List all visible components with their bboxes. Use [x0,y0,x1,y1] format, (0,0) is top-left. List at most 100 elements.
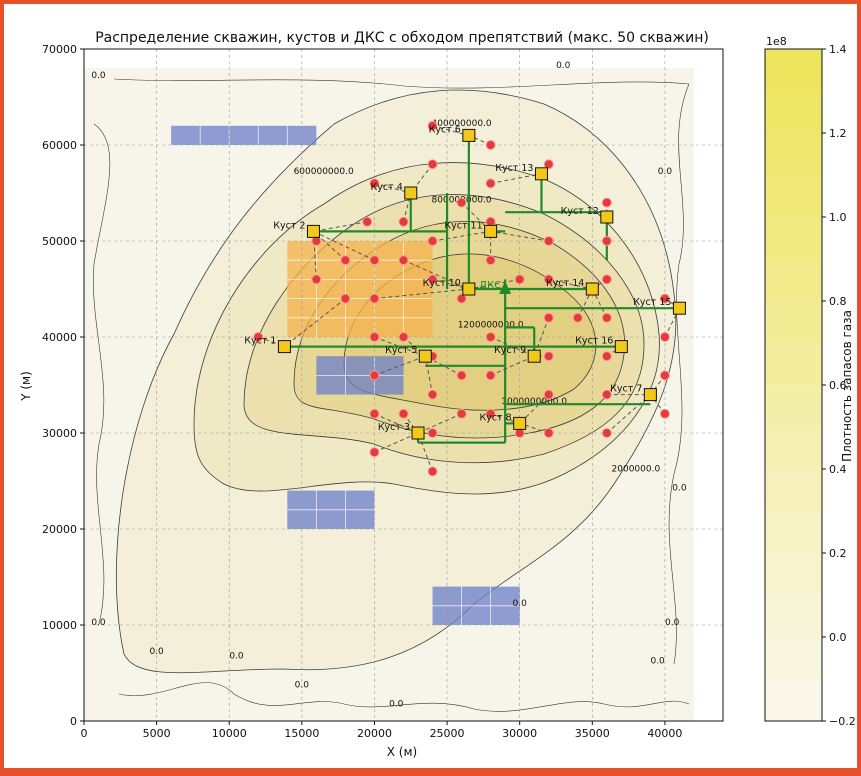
well-marker [398,408,409,419]
well-marker [601,274,612,285]
cluster-marker [527,349,541,363]
well-marker [427,389,438,400]
cluster-label: Куст 5 [385,345,417,356]
colorbar-tick-label: 0.0 [829,631,847,644]
contour-label: 600000000.0 [294,167,354,177]
x-tick-label: 30000 [502,727,537,740]
well-marker [485,332,496,342]
well-marker [456,293,467,304]
well-marker [543,274,554,285]
cluster-marker [418,349,432,363]
contour-label: 0.0 [658,167,673,177]
y-tick-label: 40000 [42,331,77,344]
cluster-marker [462,128,476,142]
y-tick-label: 60000 [42,139,77,152]
well-link [374,413,419,434]
cluster-label: Куст 8 [479,412,511,423]
x-tick-label: 20000 [357,727,392,740]
colorbar-band [765,637,822,679]
cluster-label: Куст 6 [429,124,461,135]
cluster-marker [614,340,628,354]
well-marker [369,293,380,304]
colorbar-band [765,301,822,343]
obstacle-zone [171,125,317,145]
contour-label: 0.0 [672,484,687,494]
well-marker [456,370,467,381]
well-marker [601,351,612,362]
well-link [490,336,535,357]
y-tick-label: 10000 [42,619,77,632]
well-marker [427,236,438,246]
well-marker [543,351,554,362]
y-axis-label: Y (м) [19,371,33,402]
well-marker [362,216,373,227]
cluster-label: Куст 12 [561,206,599,217]
cluster-marker [534,167,548,181]
x-tick-label: 25000 [430,727,465,740]
contour-label: 0.0 [229,652,244,662]
well-marker [485,255,496,266]
colorbar-band [765,385,822,427]
well-marker [369,178,380,189]
contour-label: 0.0 [389,700,404,710]
colorbar-band [765,427,822,469]
cluster-label: Куст 1 [244,336,276,347]
well-marker [659,408,670,419]
density-contour [113,78,690,89]
contour-label: 1200000000.0 [458,320,524,330]
well-marker [456,408,467,419]
colorbar-tick-label: 1.4 [829,43,847,56]
cluster-marker [484,224,498,238]
x-tick-label: 40000 [647,727,682,740]
well-link [374,336,426,357]
well-link [374,355,426,376]
colorbar-tick-label: 1.2 [829,127,847,140]
well-marker [514,274,525,285]
cluster-marker [462,282,476,296]
well-link [313,230,375,261]
colorbar-band [765,91,822,133]
contour-label: 400000000.0 [432,119,492,129]
contour-label: 1000000000.0 [501,397,567,407]
cluster-marker [306,224,320,238]
well-marker [456,197,467,208]
cluster-marker [513,416,527,430]
y-tick-label: 70000 [42,43,77,56]
well-marker [601,389,612,400]
density-contour [93,123,111,625]
well-marker [543,236,554,246]
cluster-label: Куст 13 [495,163,533,174]
cluster-label: Куст 9 [494,345,526,356]
well-marker [572,312,583,323]
cluster-marker [404,186,418,200]
well-marker [601,236,612,246]
well-marker [543,312,554,323]
well-marker [340,293,351,304]
well-marker [398,332,409,342]
colorbar-tick-label: 1.0 [829,211,847,224]
well-marker [369,408,380,419]
well-link [519,422,549,434]
well-marker [427,120,438,131]
well-link [490,173,542,184]
well-link [374,432,419,453]
colorbar-band [765,133,822,175]
colorbar-band [765,595,822,637]
colorbar-label: Плотность запасов газа [840,310,854,462]
cluster-marker [585,282,599,296]
well-link [417,413,462,434]
well-marker [369,447,380,458]
colorbar-band [765,175,822,217]
contour-label: 0.0 [556,61,571,71]
well-marker [369,370,380,381]
well-link [490,230,549,242]
axes-frame [83,48,724,722]
well-marker [427,159,438,170]
cluster-label: Куст 2 [273,220,305,231]
colorbar-band [765,49,822,91]
colorbar-tick-label: −0.2 [829,715,856,728]
x-tick-label: 10000 [212,727,247,740]
well-marker [427,274,438,285]
well-link [548,278,593,290]
